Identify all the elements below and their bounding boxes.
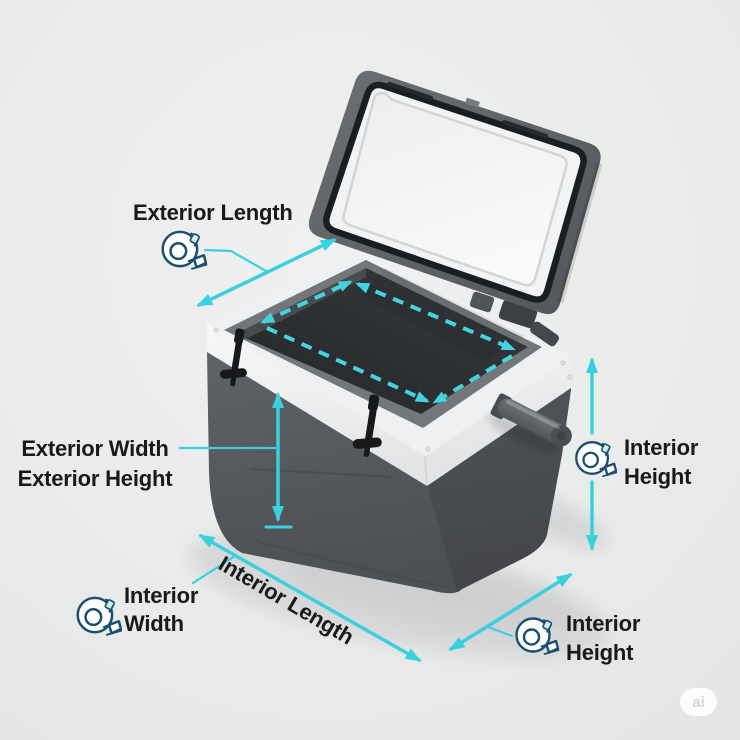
label-interior-height-right-line1: Interior <box>624 435 699 460</box>
latch-front <box>352 394 382 457</box>
label-interior-width-line1: Interior <box>124 583 199 608</box>
lid <box>308 70 603 315</box>
cooler-rim-band <box>207 323 571 486</box>
tape-measure-icon <box>161 230 208 271</box>
label-interior-height-right-line2: Height <box>624 464 692 489</box>
tape-measure-icon <box>575 440 617 478</box>
interior-height-bottom-arrow <box>448 573 573 651</box>
tape-measure-icon <box>76 596 122 637</box>
measurement-arrows <box>178 238 598 662</box>
lid-inner-panel <box>342 91 568 287</box>
exterior-length-arrow <box>196 238 337 307</box>
label-interior-height-bottom-line1: Interior <box>566 611 641 636</box>
interior-length-arrow <box>198 534 422 662</box>
latch-left <box>219 328 247 387</box>
watermark-badge: ai <box>680 688 717 716</box>
cooler-body <box>207 352 571 594</box>
interior-width-connector <box>191 554 237 585</box>
handle <box>487 393 572 454</box>
label-interior-height-right: Interior Height <box>624 433 698 491</box>
label-exterior-length: Exterior Length <box>133 200 293 225</box>
label-exterior-height: Exterior Height <box>17 466 173 491</box>
cooler <box>207 70 603 594</box>
label-interior-width-line2: Width <box>124 611 184 636</box>
label-interior-width: Interior Width <box>124 582 198 638</box>
label-interior-height-bottom-line2: Height <box>566 640 634 665</box>
interior-height-bottom-connector <box>486 625 514 638</box>
label-interior-height-bottom: Interior Height <box>566 609 640 667</box>
exterior-length-connector <box>203 248 268 273</box>
label-exterior-width: Exterior Width <box>21 436 169 461</box>
label-exterior-width-height: Exterior Width Exterior Height <box>10 434 180 494</box>
